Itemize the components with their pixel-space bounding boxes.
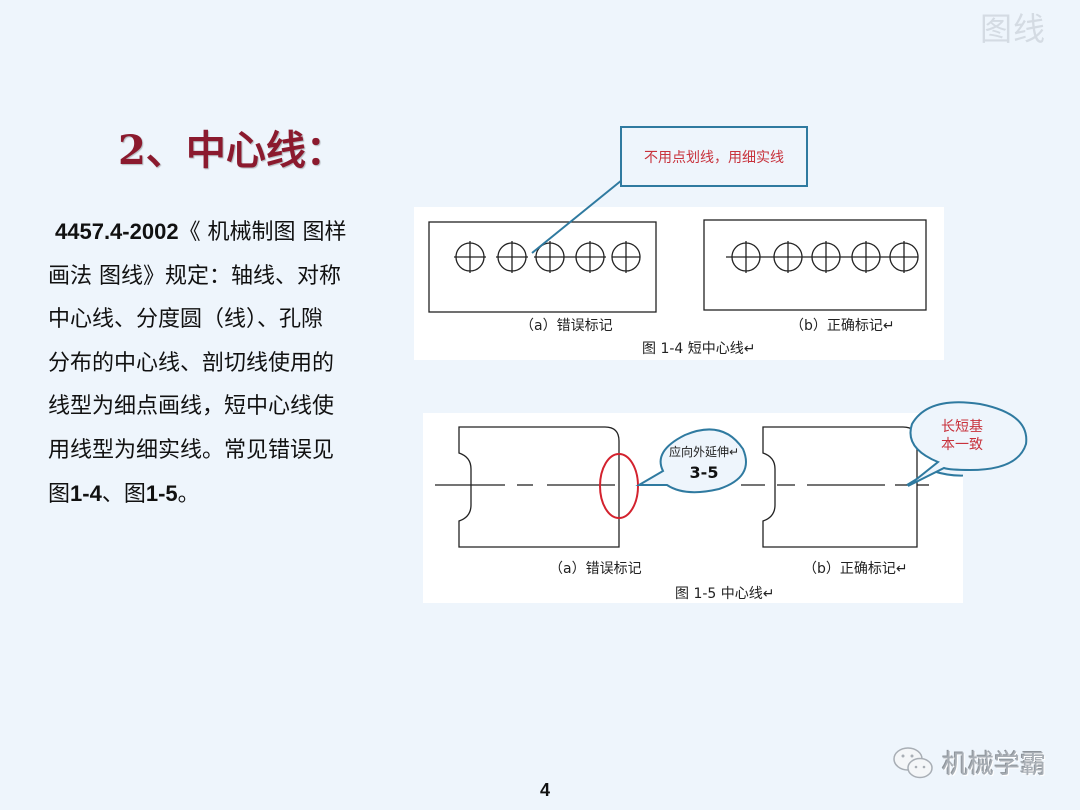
bubble-consistent-text: 长短基 本一致: [941, 419, 983, 453]
short-centerline-drawing: [428, 219, 927, 313]
bubble-extend-value: 3-5: [689, 463, 719, 482]
body-line: 中心线、分度圆（线）、孔隙: [48, 307, 324, 332]
figure-caption: 图 1-5 中心线↵: [675, 586, 775, 602]
section-watermark: 图线: [980, 10, 1047, 48]
page-number: 4: [540, 780, 551, 800]
label-correct: （b）正确标记↵: [790, 318, 895, 334]
slide-title: 2、中心线：: [118, 127, 346, 174]
figure-1-4: （a）错误标记 （b）正确标记↵ 图 1-4 短中心线↵: [414, 207, 944, 360]
label-wrong: （a）错误标记: [520, 318, 613, 334]
body-line: 用线型为细实线。常见错误见: [48, 437, 335, 463]
label-wrong: （a）错误标记: [549, 561, 642, 577]
wechat-icon: [893, 746, 933, 778]
brand-name: 机械学霸: [942, 750, 1047, 780]
body-line: 分布的中心线、剖切线使用的: [48, 350, 335, 376]
figure-1-5: 应向外延伸↵ 3-5 （a）错误标记 （b）正确标记↵ 图 1-5 中心线↵: [423, 413, 963, 603]
label-correct: （b）正确标记↵: [803, 561, 908, 577]
callout-box: 不用点划线，用细实线: [620, 126, 808, 187]
body-line: 画法 图线》规定：轴线、对称: [48, 263, 341, 289]
brand-watermark: 机械学霸: [892, 744, 1046, 781]
body-line: 4457.4-2002《 机械制图 图样: [55, 219, 347, 245]
body-paragraph: 4457.4-2002《 机械制图 图样 画法 图线》规定：轴线、对称 中心线、…: [48, 210, 378, 517]
figure-caption: 图 1-4 短中心线↵: [642, 341, 756, 357]
bubble-extend-text: 应向外延伸↵: [668, 445, 740, 459]
body-line: 线型为细点画线，短中心线使: [48, 394, 335, 419]
body-line: 图1-4、图1-5。: [48, 481, 200, 507]
